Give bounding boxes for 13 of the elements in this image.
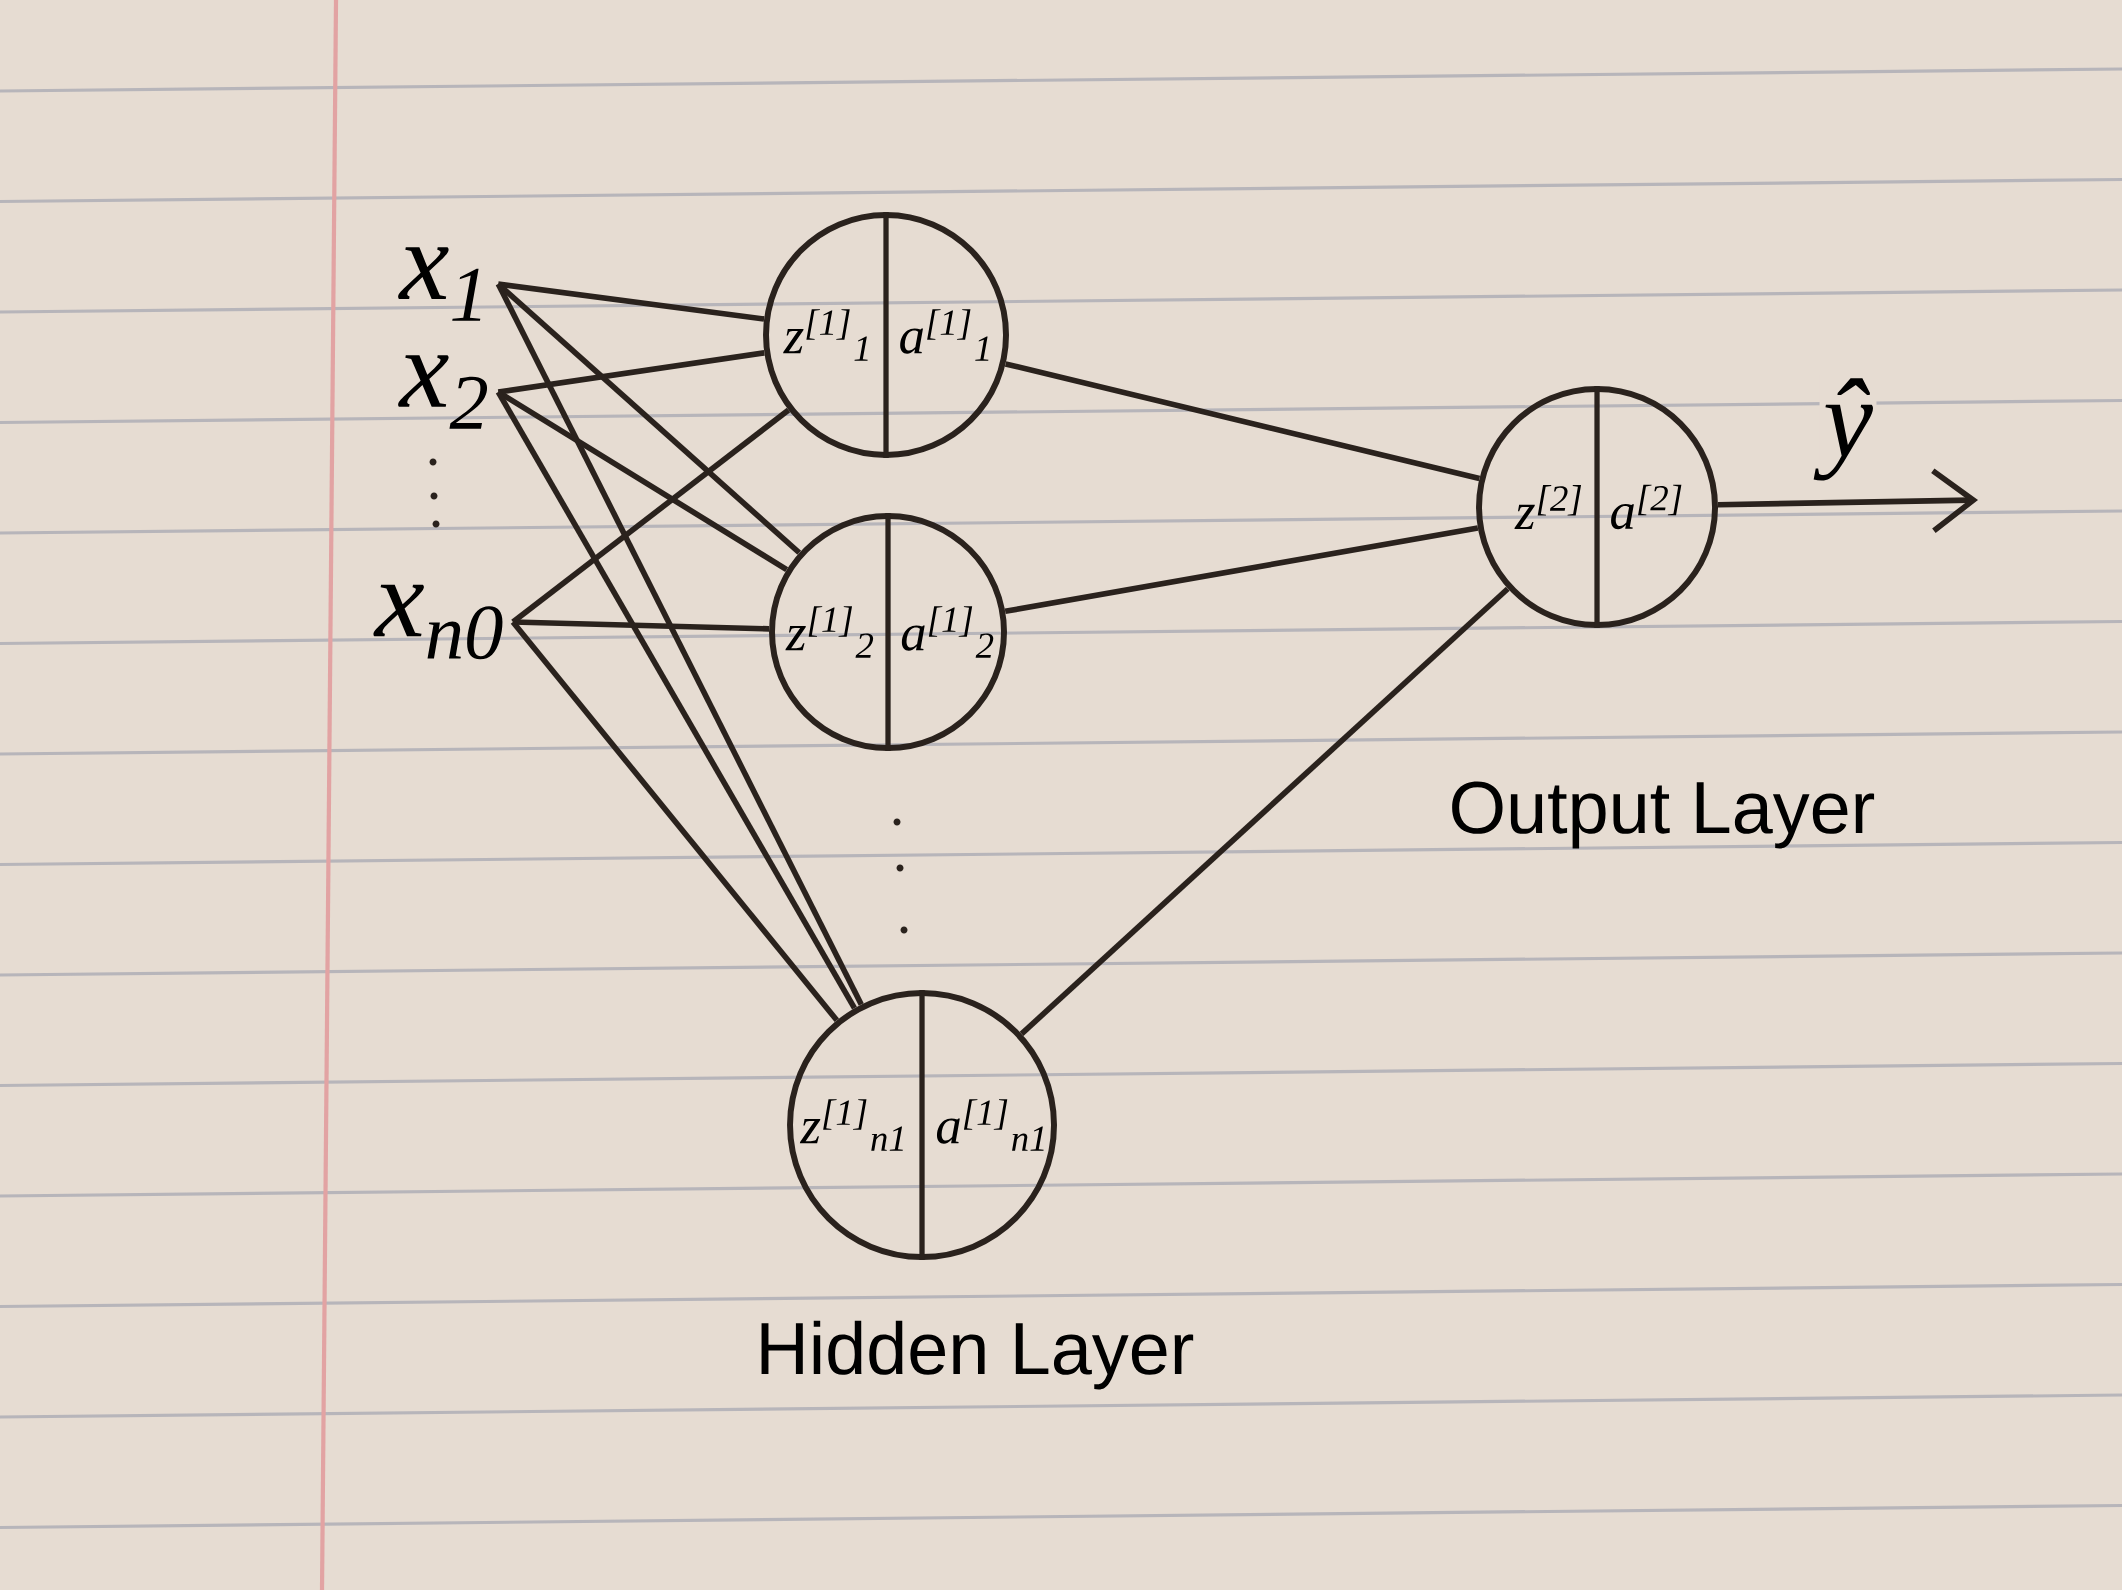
variable-label: z$^{[1]}$n1 xyxy=(799,1099,903,1151)
variable-label: x$_{2}$ xyxy=(398,355,488,429)
variable-label: z$^{[1]}$1 xyxy=(783,309,868,361)
variable-label: a$^{[1]}$2 xyxy=(901,606,994,658)
variable-label: z$^{[1]}$2 xyxy=(785,606,874,658)
variable-label: x$_{n0}$ xyxy=(373,584,503,660)
variable-label: z$^{[2]}$ xyxy=(1514,485,1582,529)
variable-label: a$^{[2]}$ xyxy=(1611,484,1682,530)
variable-label: x$_{1}$ xyxy=(398,247,481,321)
edge-label: ŷ xyxy=(1813,374,1877,485)
layer-label: Output Layer xyxy=(1452,781,1875,849)
variable-label: a$^{[1]}$n1 xyxy=(937,1099,1044,1151)
variable-label: a$^{[1]}$1 xyxy=(900,309,989,361)
